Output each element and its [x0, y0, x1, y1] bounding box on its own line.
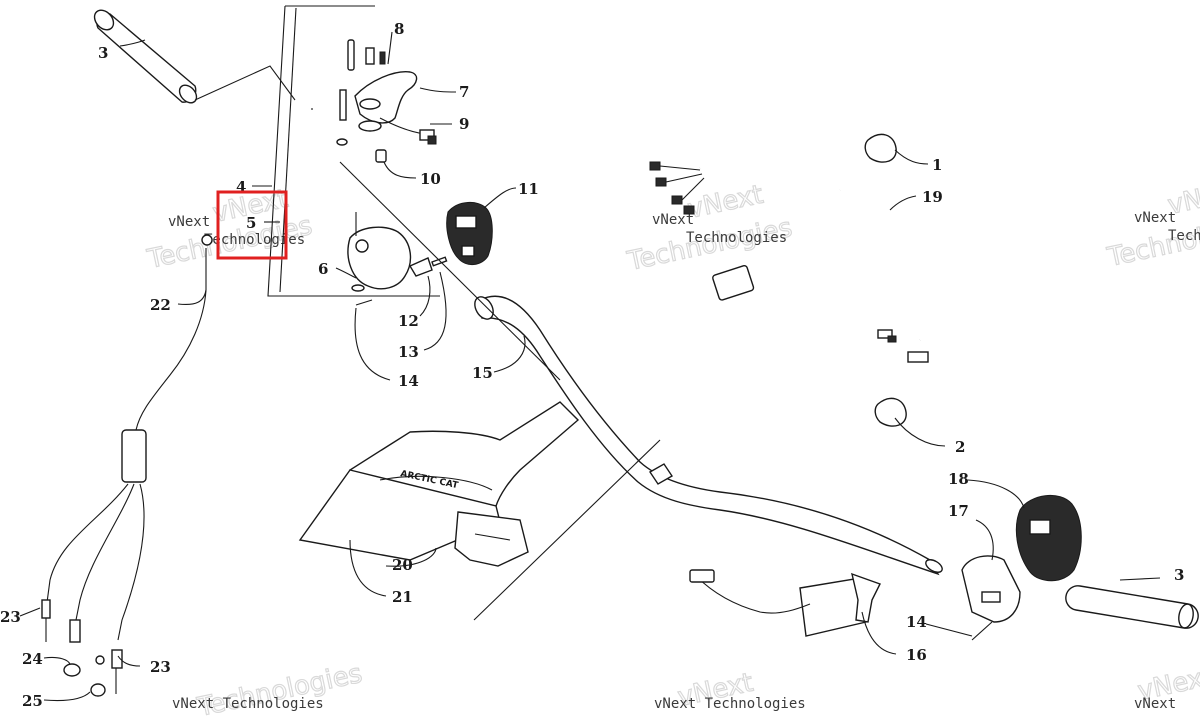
screw-part-14-right: [971, 621, 993, 641]
callout-2: 2: [955, 438, 965, 456]
callout-3-right: 3: [1174, 566, 1184, 584]
callout-3-left: 3: [98, 44, 108, 62]
watermark-text: Technologies: [204, 232, 305, 248]
callout-19: 19: [922, 188, 943, 206]
callout-8: 8: [394, 20, 404, 38]
callout-23-left: 23: [0, 608, 21, 626]
callout-23-right: 23: [150, 658, 171, 676]
callout-21: 21: [392, 588, 413, 606]
callout-15: 15: [472, 364, 493, 382]
right-grip-part-3: [1065, 585, 1199, 629]
clip-part-1: [864, 133, 897, 163]
callout-11: 11: [518, 180, 539, 198]
watermark-text: Technologies: [1168, 228, 1200, 244]
watermark-group: Technologies vNext Technologies vNext Te…: [144, 175, 1200, 716]
throttle-cable-part-22: [41, 234, 213, 697]
right-switch-module-part-18: [1015, 494, 1082, 582]
connector-part-9: [419, 129, 437, 145]
watermark-text: Technologies: [686, 230, 787, 246]
callout-12: 12: [398, 312, 419, 330]
watermark-text: vNext Technologies: [654, 696, 806, 712]
callout-5: 5: [246, 214, 256, 232]
throttle-lever-part-7: [336, 71, 426, 146]
callout-13: 13: [398, 343, 419, 361]
mount-part-21: [454, 511, 529, 567]
callout-1: 1: [932, 156, 942, 174]
right-housing-part-17: [961, 555, 1021, 623]
block-part-10: [375, 149, 387, 163]
watermark-text: vNext: [1134, 210, 1176, 226]
callout-20: 20: [392, 556, 413, 574]
callout-7: 7: [459, 83, 469, 101]
assembly-bracket-frame: [267, 5, 440, 297]
handlebar-pad-part-20: ARCTIC CAT: [298, 401, 580, 561]
callout-labels: 1 2 3 3 4 5 6 7 8 9 10 11 12 13 14 14 15…: [0, 20, 1184, 710]
handlebar-part-15: [339, 161, 943, 621]
callout-16: 16: [906, 646, 927, 664]
callout-14-left: 14: [398, 372, 419, 390]
callout-24: 24: [22, 650, 43, 668]
pin-part-8: [347, 39, 386, 71]
callout-14-right: 14: [906, 613, 927, 631]
leader-lines: [19, 31, 1161, 702]
callout-25: 25: [22, 692, 43, 710]
left-switch-housing: [347, 212, 448, 306]
callout-22: 22: [150, 296, 171, 314]
heater-element-part-16: [689, 569, 881, 637]
watermark-text: vNext: [652, 212, 694, 228]
watermark-outline: vNext: [685, 180, 766, 225]
callout-10: 10: [420, 170, 441, 188]
watermark-text: vNext: [168, 214, 210, 230]
switch-module-part-11: [446, 202, 493, 265]
callout-4: 4: [236, 178, 246, 196]
callout-9: 9: [459, 115, 469, 133]
wire-harness-part-19: [649, 146, 945, 363]
highlight-box: [216, 190, 288, 260]
clip-part-2: [874, 397, 907, 427]
watermark-text: vNext Technologies: [172, 696, 324, 712]
callout-18: 18: [948, 470, 969, 488]
callout-6: 6: [318, 260, 328, 278]
callout-17: 17: [948, 502, 969, 520]
left-grip-part-3: [93, 9, 296, 104]
watermark-text: vNext: [1134, 696, 1176, 712]
